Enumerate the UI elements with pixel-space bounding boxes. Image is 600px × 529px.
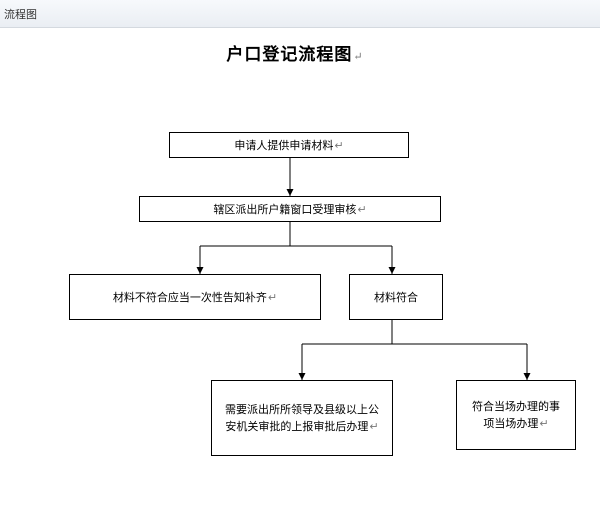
node-on-site-text: 符合当场办理的事项当场办理 xyxy=(472,400,560,430)
page-title-text: 户口登记流程图 xyxy=(226,45,353,65)
node-review: 辖区派出所户籍窗口受理审核↵ xyxy=(139,196,441,222)
node-on-site: 符合当场办理的事项当场办理↵ xyxy=(456,380,576,450)
paragraph-mark-icon: ↵ xyxy=(334,138,344,152)
node-not-ok-text: 材料不符合应当一次性告知补齐 xyxy=(112,290,267,304)
node-not-ok: 材料不符合应当一次性告知补齐↵ xyxy=(69,274,321,320)
paragraph-mark-icon: ↵ xyxy=(539,417,549,430)
paragraph-mark-icon: ↵ xyxy=(267,290,278,304)
paragraph-mark-icon: ↵ xyxy=(353,50,364,63)
node-ok-text: 材料符合 xyxy=(374,290,418,304)
tab-bar: 流程图 xyxy=(0,0,600,28)
branch-review xyxy=(200,222,291,247)
paragraph-mark-icon: ↵ xyxy=(369,420,379,433)
paragraph-mark-icon: ↵ xyxy=(357,202,367,216)
node-review-text: 辖区派出所户籍窗口受理审核 xyxy=(213,202,357,216)
node-ok: 材料符合 xyxy=(349,274,443,320)
node-higher-approval: 需要派出所所领导及县级以上公安机关审批的上报审批后办理↵ xyxy=(211,380,393,456)
page-title: 户口登记流程图↵ xyxy=(0,40,590,65)
node-apply-text: 申请人提供申请材料 xyxy=(234,138,334,152)
node-higher-approval-text: 需要派出所所领导及县级以上公安机关审批的上报审批后办理 xyxy=(225,403,379,433)
tab-flowchart[interactable]: 流程图 xyxy=(4,8,37,21)
node-apply: 申请人提供申请材料↵ xyxy=(169,132,409,158)
